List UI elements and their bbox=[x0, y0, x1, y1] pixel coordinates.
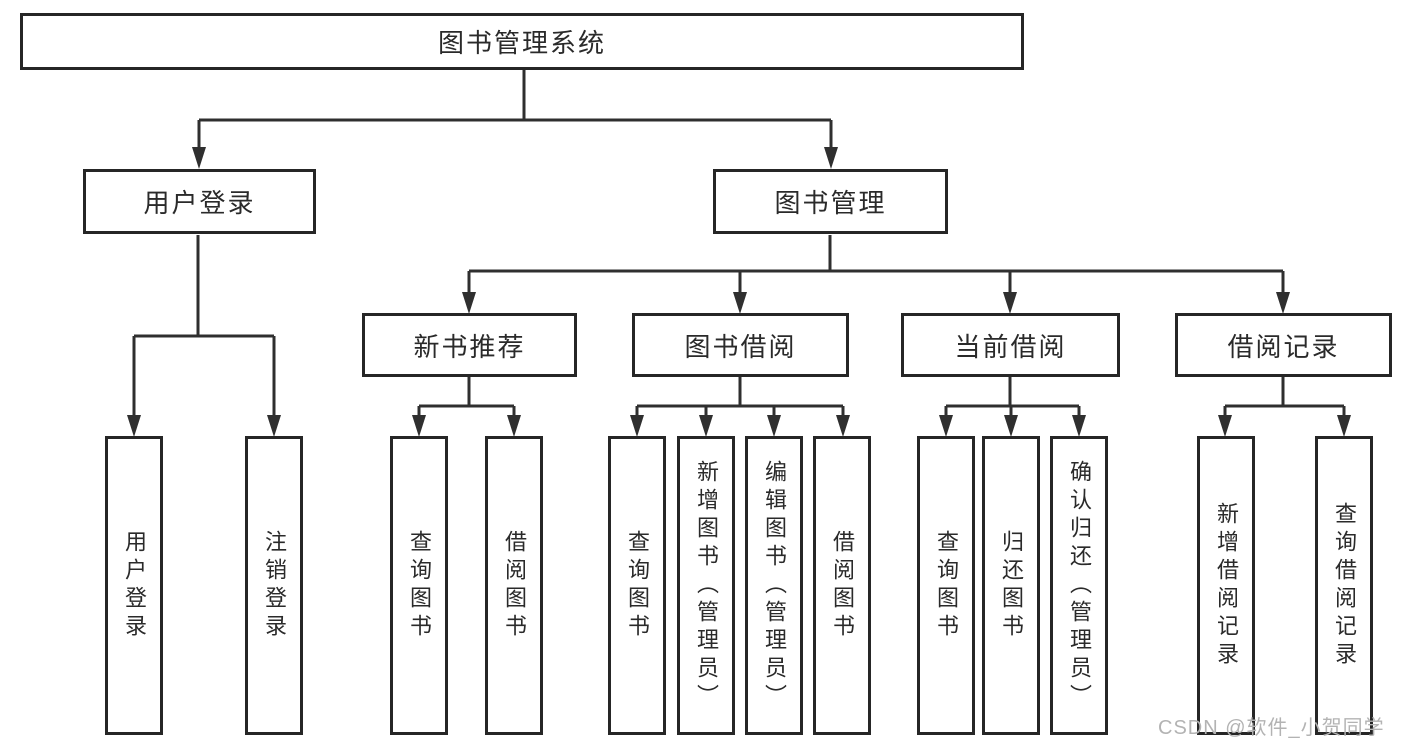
leaf-query-books-current: 查询图书 bbox=[917, 436, 975, 735]
node-new-book-recommendation: 新书推荐 bbox=[362, 313, 577, 377]
node-label: 编辑图书（管理员） bbox=[762, 459, 787, 712]
node-label: 查询借阅记录 bbox=[1332, 501, 1357, 670]
node-label: 当前借阅 bbox=[954, 331, 1067, 362]
node-label: 查询图书 bbox=[625, 529, 650, 642]
leaf-edit-books-admin: 编辑图书（管理员） bbox=[745, 436, 803, 735]
leaf-query-books-borrowing: 查询图书 bbox=[608, 436, 666, 735]
node-library-management-system: 图书管理系统 bbox=[20, 13, 1024, 70]
leaf-query-books-recommend: 查询图书 bbox=[390, 436, 448, 735]
node-label: 图书借阅 bbox=[684, 331, 797, 362]
node-label: 借阅图书 bbox=[830, 529, 855, 642]
leaf-add-books-admin: 新增图书（管理员） bbox=[677, 436, 735, 735]
leaf-logout-login: 注销登录 bbox=[245, 436, 303, 735]
node-label: 用户登录 bbox=[143, 188, 256, 218]
node-label: 查询图书 bbox=[934, 529, 959, 642]
node-book-management: 图书管理 bbox=[713, 169, 948, 234]
csdn-watermark: CSDN @软件_小贺同学 bbox=[1158, 717, 1385, 739]
leaf-borrow-books-borrowing: 借阅图书 bbox=[813, 436, 871, 735]
node-label: 查询图书 bbox=[407, 529, 432, 642]
leaf-query-borrow-record: 查询借阅记录 bbox=[1315, 436, 1373, 735]
node-label: 归还图书 bbox=[999, 529, 1024, 642]
leaf-confirm-return-admin: 确认归还（管理员） bbox=[1050, 436, 1108, 735]
node-label: 注销登录 bbox=[262, 529, 287, 642]
node-label: 图书管理系统 bbox=[437, 28, 606, 58]
node-book-borrowing: 图书借阅 bbox=[632, 313, 849, 377]
node-borrowing-records: 借阅记录 bbox=[1175, 313, 1392, 377]
node-label: 用户登录 bbox=[122, 529, 147, 642]
leaf-borrow-books-recommend: 借阅图书 bbox=[485, 436, 543, 735]
node-label: 新增图书（管理员） bbox=[694, 459, 719, 712]
leaf-add-borrow-record: 新增借阅记录 bbox=[1197, 436, 1255, 735]
node-label: 图书管理 bbox=[774, 188, 887, 218]
node-current-borrowing: 当前借阅 bbox=[901, 313, 1120, 377]
node-label: 确认归还（管理员） bbox=[1067, 459, 1092, 712]
node-user-login: 用户登录 bbox=[83, 169, 316, 234]
node-label: 新增借阅记录 bbox=[1214, 501, 1239, 670]
node-label: 新书推荐 bbox=[413, 331, 526, 362]
node-label: 借阅图书 bbox=[502, 529, 527, 642]
leaf-user-login: 用户登录 bbox=[105, 436, 163, 735]
node-label: 借阅记录 bbox=[1227, 331, 1340, 362]
leaf-return-books: 归还图书 bbox=[982, 436, 1040, 735]
